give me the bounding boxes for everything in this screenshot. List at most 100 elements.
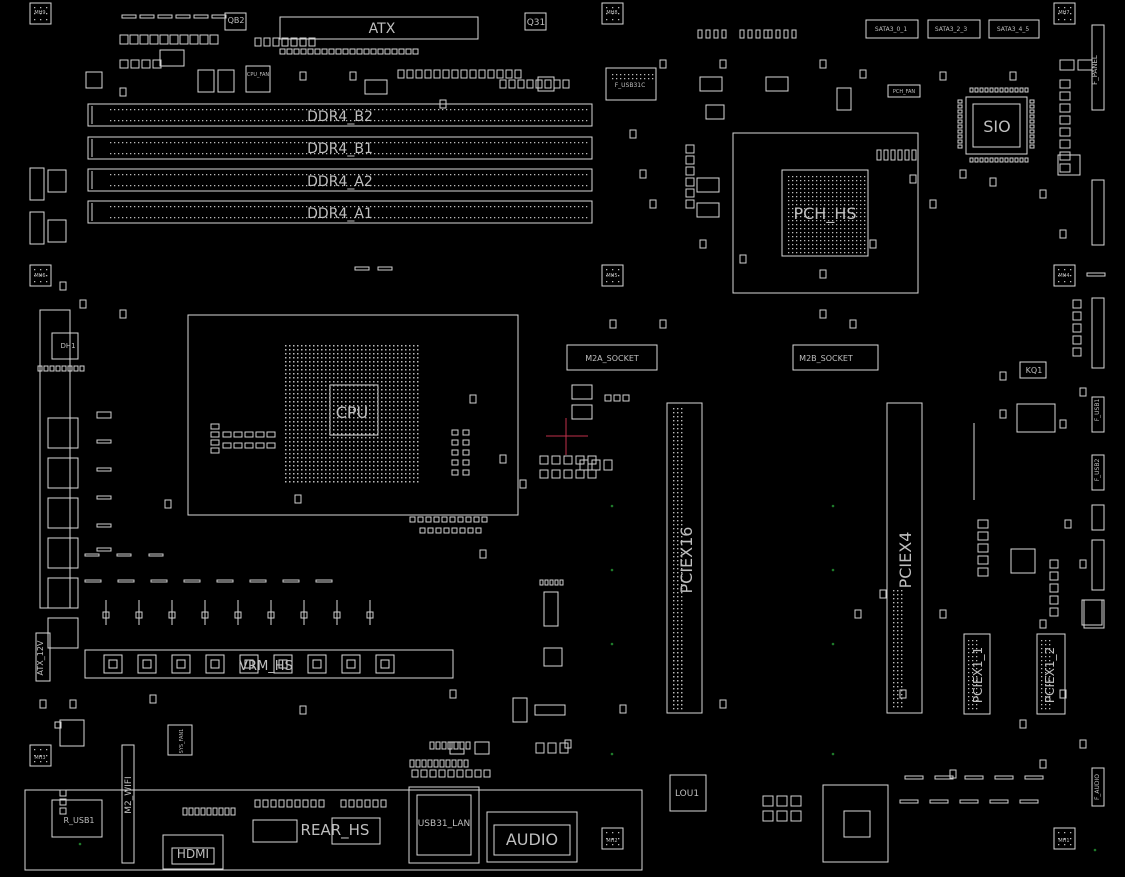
pad-vert <box>775 29 781 39</box>
ic-small <box>696 202 720 218</box>
qb2-label: QB2 <box>228 16 245 25</box>
vrm-mosfet <box>366 611 374 619</box>
cpu-cap-row <box>467 527 474 534</box>
pad-vert <box>747 29 753 39</box>
pad-col <box>685 188 695 198</box>
pad-vert <box>783 29 789 39</box>
pciex1-2-slot <box>1036 633 1066 715</box>
pad-vert <box>883 149 889 161</box>
cpu-cap-row <box>409 516 416 523</box>
sio-pin <box>1014 157 1019 163</box>
mounting-hole <box>601 264 624 287</box>
cpu-cap-row <box>449 516 456 523</box>
vrm-bar <box>150 579 168 583</box>
pad <box>575 469 585 479</box>
bar <box>354 266 370 271</box>
small-cap <box>819 59 827 69</box>
cluster-pad <box>397 69 405 79</box>
f-usb2-label: F_USB2 <box>1094 459 1101 482</box>
vrm-choke-core <box>312 659 322 669</box>
cpu-cap-row <box>459 527 466 534</box>
cluster-pad <box>169 34 179 45</box>
pad <box>182 807 188 816</box>
ic <box>47 169 67 193</box>
sata4-5-label: SATA3_4_5 <box>997 26 1029 33</box>
pad-col <box>59 798 67 806</box>
pad <box>420 769 428 778</box>
pad <box>433 759 439 768</box>
pad <box>551 455 561 465</box>
pad <box>457 759 463 768</box>
ic-small <box>699 76 723 92</box>
cpu-cap <box>255 431 265 438</box>
pad <box>200 807 206 816</box>
edge-header <box>1091 179 1105 246</box>
sio-pin <box>999 87 1004 93</box>
cluster-pad <box>199 34 209 45</box>
lou1-chip <box>669 774 707 812</box>
cluster-pad <box>526 79 534 89</box>
pad <box>218 807 224 816</box>
cpu-cap-row <box>475 527 482 534</box>
cpu-cap <box>462 469 470 476</box>
vrm-choke <box>103 654 123 674</box>
vrm-mosfet <box>267 611 275 619</box>
sio-pin <box>1029 99 1035 104</box>
usb31-lan-port <box>408 786 480 864</box>
atx-pin-pad <box>349 48 356 55</box>
vrm-mosfet <box>168 611 176 619</box>
ic-small <box>167 724 193 756</box>
pad <box>438 769 446 778</box>
pad <box>459 741 465 750</box>
atx-connector <box>279 16 479 40</box>
atx-pin-pad <box>356 48 363 55</box>
cpu-fan-label: CPU_FAN <box>247 72 270 78</box>
pciex1-1-label: PCIEX1_1 <box>971 647 985 703</box>
small-cap <box>959 169 967 179</box>
cpu-socket <box>187 314 519 516</box>
pad-col <box>977 543 989 553</box>
via <box>831 642 835 646</box>
mh4-label: MH4 <box>1058 273 1069 279</box>
pad <box>254 799 261 808</box>
rear-hs-label: REAR_HS <box>301 821 370 840</box>
pad <box>380 799 387 808</box>
cpu-label: CPU <box>336 403 369 422</box>
usb31-lan-label: USB31_LAN <box>418 819 471 829</box>
sio-pin <box>957 129 963 134</box>
pad <box>447 769 455 778</box>
ic-chip <box>843 810 871 838</box>
ic-small <box>696 177 720 193</box>
pad <box>613 394 621 402</box>
ic-small <box>571 404 593 420</box>
kq1-box <box>1019 361 1047 379</box>
pad-col <box>59 789 67 797</box>
sio-pin <box>984 157 989 163</box>
cluster-pad <box>159 34 169 45</box>
r-usb-label: R_USB1 <box>63 816 94 825</box>
atx-pin-pad <box>321 48 328 55</box>
small-cap <box>294 494 302 504</box>
ddr4-b1-label: DDR4_B1 <box>307 141 373 157</box>
cpu-cap <box>451 449 459 456</box>
bar <box>964 775 984 780</box>
top-pad <box>211 14 227 19</box>
pad <box>549 579 554 586</box>
mounting-hole <box>29 2 52 25</box>
ic-small <box>543 647 563 667</box>
pciex1-2-label: PCIEX1_2 <box>1043 647 1057 703</box>
pad <box>302 799 309 808</box>
pad <box>230 807 236 816</box>
vrm-bar <box>282 579 300 583</box>
vrm-choke-core <box>346 659 356 669</box>
sio-pin <box>1024 87 1029 93</box>
pad <box>535 742 545 754</box>
small-cap <box>1079 559 1087 569</box>
atx-pin-pad <box>363 48 370 55</box>
ic-small <box>245 65 271 93</box>
pad <box>539 579 544 586</box>
atx-pin-pad <box>412 48 419 55</box>
header <box>29 167 45 201</box>
pad-col <box>685 199 695 209</box>
